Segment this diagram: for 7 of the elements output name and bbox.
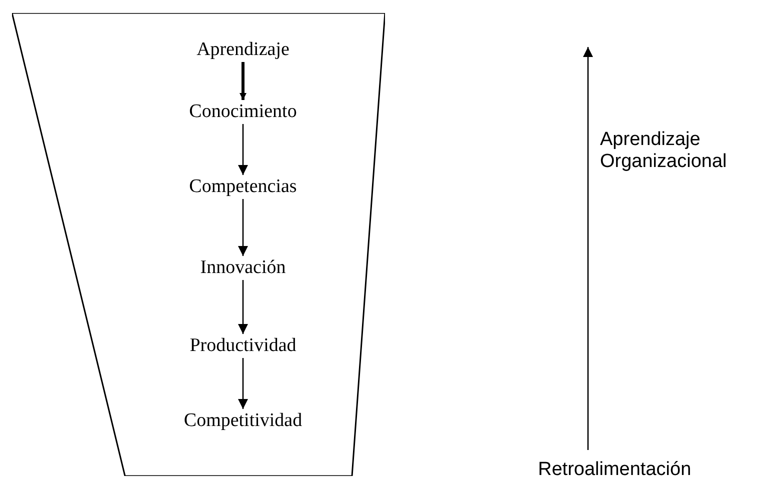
concept-label: Aprendizaje <box>178 39 308 61</box>
concept-label: Conocimiento <box>168 101 318 123</box>
concept-label: Competencias <box>166 176 320 198</box>
concept-label: Innovación <box>178 257 308 279</box>
concept-label: Retroalimentación <box>538 459 703 481</box>
concept-label: Productividad <box>166 335 320 357</box>
concept-label: Competitividad <box>158 410 328 432</box>
